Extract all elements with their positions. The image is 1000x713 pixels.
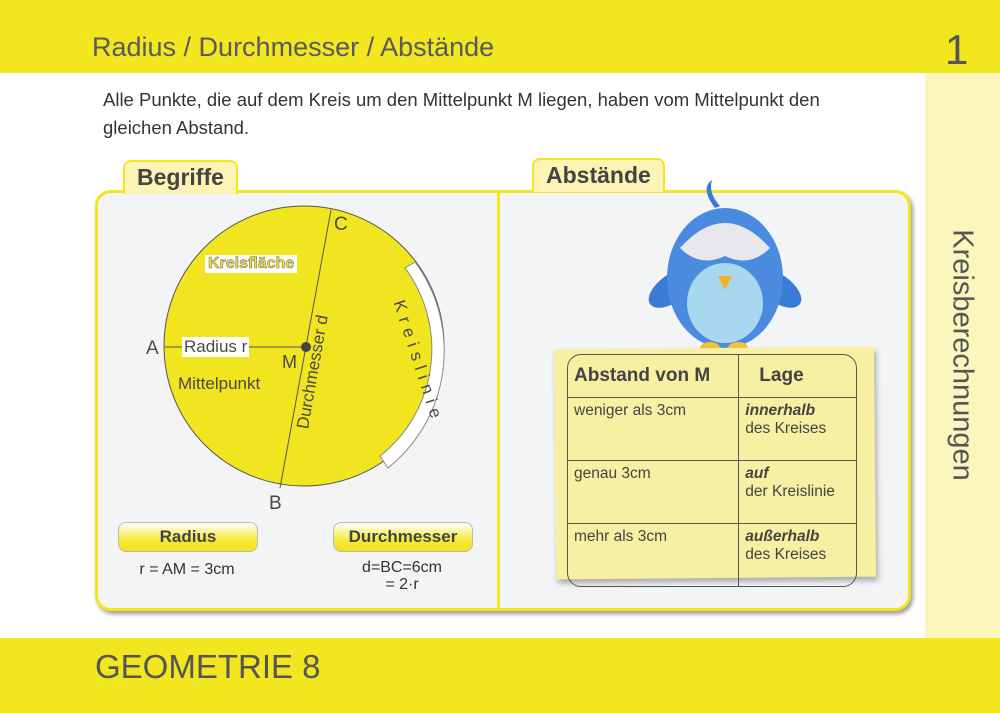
intro-text: Alle Punkte, die auf dem Kreis um den Mi…	[103, 89, 820, 138]
lage-text: des Kreises	[745, 546, 827, 563]
lage-text: des Kreises	[745, 420, 827, 437]
radius-pill: Radius	[118, 522, 258, 552]
radius-formula: r = AM = 3cm	[139, 561, 235, 578]
page-title: Radius / Durchmesser / Abstände	[92, 32, 495, 62]
point-c-label: C	[334, 214, 348, 235]
durchmesser-formula: d=BC=6cm= 2·r	[333, 559, 471, 593]
footer-band	[0, 638, 1000, 713]
lage-bold: innerhalb	[745, 402, 816, 419]
header-lage: Lage	[739, 355, 856, 398]
radius-label: Radius r	[182, 337, 250, 357]
header-band	[0, 0, 1000, 73]
formula-line-1: d=BC=6cm	[361, 559, 443, 576]
point-b-label: B	[269, 493, 282, 514]
formula-line-2: = 2·r	[385, 576, 419, 593]
kreisflaeche-label: Kreisfläche	[205, 255, 298, 273]
dist-cell: weniger als 3cm	[568, 398, 740, 461]
footer-label: GEOMETRIE 8	[95, 648, 321, 685]
durchmesser-pill: Durchmesser	[333, 522, 473, 552]
mittelpunkt-label: Mittelpunkt	[178, 374, 261, 393]
card-number: 1	[945, 26, 969, 73]
point-m-label: M	[282, 352, 297, 372]
lage-text: der Kreislinie	[745, 483, 835, 500]
bird-mascot-icon	[648, 180, 802, 354]
lage-bold: auf	[745, 465, 769, 482]
dist-cell: mehr als 3cm	[568, 524, 740, 586]
point-a-label: A	[146, 338, 159, 359]
panel-divider	[497, 190, 500, 608]
sidebar	[925, 73, 1000, 638]
lage-bold: außerhalb	[745, 528, 820, 545]
dist-cell: genau 3cm	[568, 461, 740, 524]
header-abstand: Abstand von M	[568, 355, 740, 398]
tab-abstaende: Abstände	[532, 158, 665, 192]
tab-begriffe: Begriffe	[123, 160, 238, 194]
